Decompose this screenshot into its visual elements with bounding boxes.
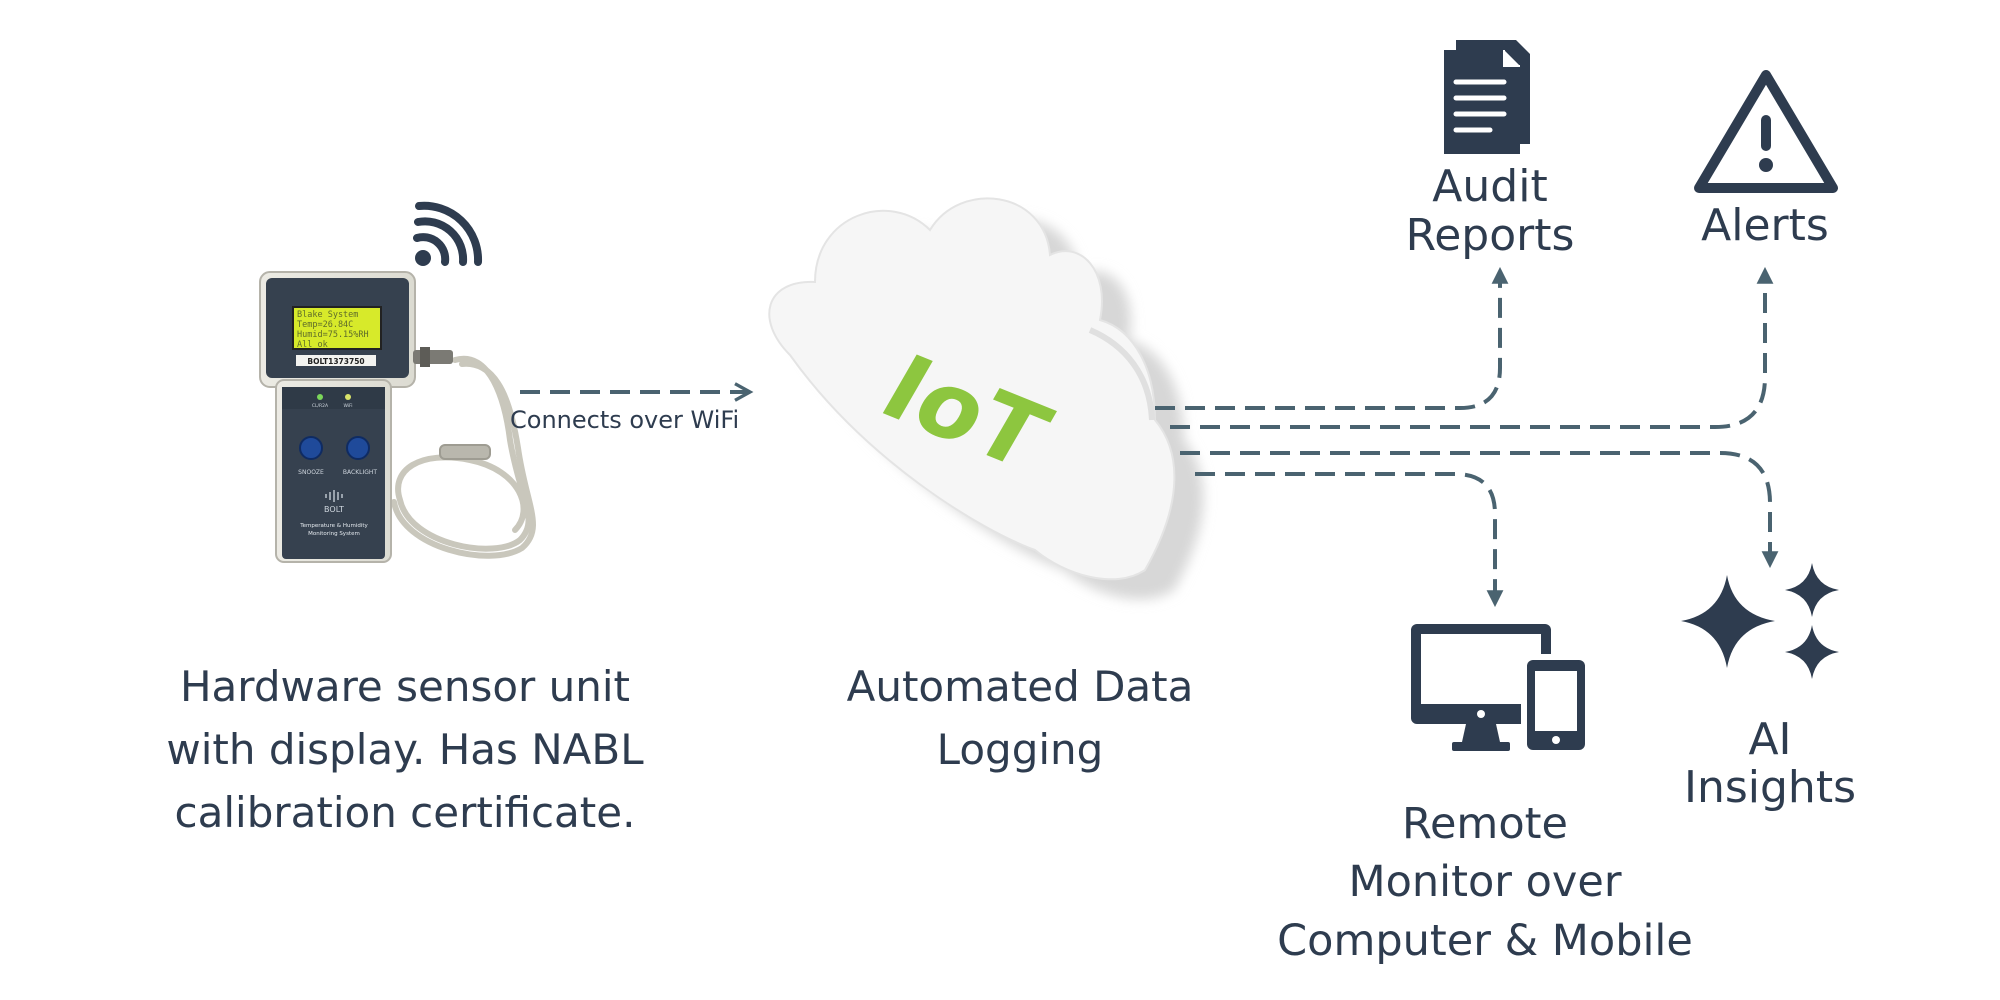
- ai-label-line: AI: [1748, 714, 1792, 765]
- device-caption-line: Hardware sensor unit: [179, 662, 631, 711]
- audit-reports-label: Audit Reports: [1370, 162, 1610, 261]
- audit-label-line: Reports: [1405, 210, 1575, 262]
- alerts-label: Alerts: [1660, 200, 1870, 252]
- monitor-and-phone-icon: [1411, 624, 1591, 754]
- output-connectors: [1155, 266, 1779, 608]
- lcd-line-1: Blake System: [297, 310, 358, 320]
- lcd-line-4: All ok: [297, 340, 328, 350]
- sensor-device: Blake System Temp=26.84C Humid=75.15%RH …: [259, 201, 536, 563]
- lcd-line-2: Temp=26.84C: [297, 320, 353, 330]
- device-serial: BOLT1373750: [307, 357, 364, 366]
- remote-label-line: Computer & Mobile: [1277, 915, 1693, 966]
- iot-cloud: IoT: [768, 197, 1204, 600]
- connector-remote: [1195, 472, 1504, 608]
- device-brand: BOLT: [324, 505, 344, 514]
- ai-label-line: Insights: [1683, 762, 1856, 814]
- alerts-label-line: Alerts: [1701, 200, 1829, 251]
- connector-alerts: [1170, 266, 1774, 429]
- remote-label-line: Remote: [1402, 799, 1568, 849]
- snooze-label: SNOOZE: [298, 469, 324, 476]
- probe-cable: [391, 355, 536, 559]
- bolt-logo-mark: [325, 490, 343, 502]
- device-caption-line: calibration certificate.: [174, 788, 636, 837]
- ai-insights-label: AI Insights: [1660, 714, 1880, 814]
- lcd-line-3: Humid=75.15%RH: [297, 330, 369, 340]
- document-stack-icon: [1444, 40, 1530, 154]
- cloud-caption-line: Logging: [936, 725, 1104, 774]
- wifi-icon: [413, 201, 483, 266]
- indicator-label-2: WiFi: [343, 403, 352, 409]
- audit-label-line: Audit: [1432, 161, 1548, 212]
- remote-monitor-label: Remote Monitor over Computer & Mobile: [1255, 795, 1715, 970]
- warning-triangle-icon: [1694, 70, 1838, 193]
- remote-label-line: Monitor over: [1348, 857, 1622, 908]
- sparkles-icon: [1681, 563, 1839, 679]
- connector-audit: [1155, 266, 1509, 410]
- indicator-label-1: CL/R2A: [312, 403, 329, 409]
- device-product-line-2: Monitoring System: [308, 531, 360, 537]
- device-caption: Hardware sensor unit with display. Has N…: [130, 655, 680, 844]
- wifi-link-label: Connects over WiFi: [510, 406, 740, 434]
- backlight-label: BACKLIGHT: [343, 469, 378, 476]
- cloud-caption: Automated Data Logging: [820, 655, 1220, 781]
- device-product-line-1: Temperature & Humidity: [299, 523, 368, 529]
- connector-ai: [1180, 451, 1779, 569]
- device-caption-line: with display. Has NABL: [166, 725, 644, 774]
- cloud-caption-line: Automated Data: [846, 662, 1194, 711]
